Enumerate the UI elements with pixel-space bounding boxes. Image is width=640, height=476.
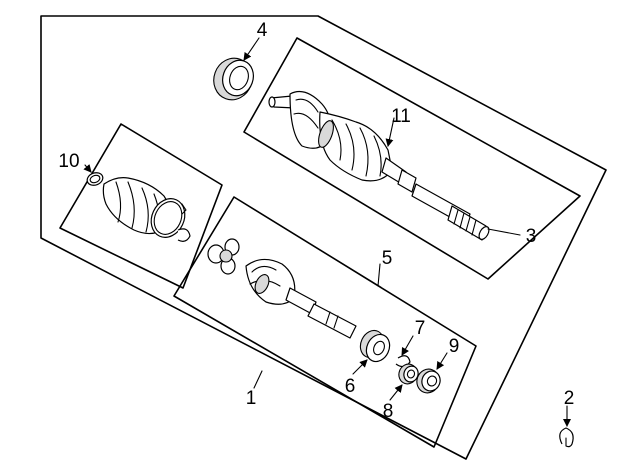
outer-joint-shaft-part [268, 91, 490, 241]
boot-kit-parts [86, 172, 191, 242]
callout-1: 1 [246, 388, 257, 409]
callout-labels: 4 11 3 10 5 7 9 6 1 8 2 [58, 20, 574, 422]
shaft-assembly-box [243, 37, 581, 280]
clip-part [559, 427, 574, 448]
dust-seal-part [213, 57, 254, 101]
callout-2: 2 [564, 388, 575, 409]
boot-kit-box [59, 123, 223, 289]
inner-joint-box [173, 196, 477, 448]
callout-6: 6 [345, 376, 356, 397]
callout-8: 8 [383, 401, 394, 422]
callout-10: 10 [58, 151, 79, 172]
callout-4: 4 [257, 20, 268, 41]
callout-11: 11 [391, 106, 411, 127]
callout-7: 7 [415, 318, 426, 339]
callout-9: 9 [449, 336, 460, 357]
callout-5: 5 [382, 248, 393, 269]
leader-lines [83, 37, 571, 427]
callout-3: 3 [526, 226, 537, 247]
assembly-outline [40, 15, 607, 460]
inner-joint-parts [207, 238, 441, 394]
